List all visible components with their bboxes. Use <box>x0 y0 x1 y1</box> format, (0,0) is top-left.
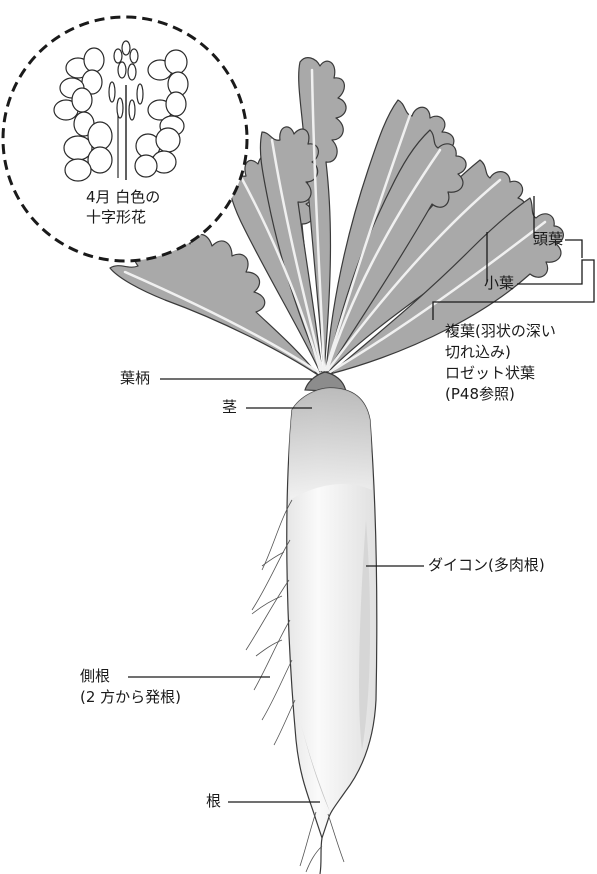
label-terminal-leaf: 頭葉 <box>533 230 563 249</box>
label-daikon: ダイコン(多肉根) <box>428 556 545 575</box>
flower-caption-line1: 4月 白色の <box>86 188 160 207</box>
label-petiole: 葉柄 <box>120 369 150 388</box>
label-stem: 茎 <box>222 398 237 417</box>
label-compound-leaf-line2: 切れ込み) <box>445 343 511 362</box>
flower-caption-line2: 十字形花 <box>86 208 146 227</box>
label-rosette-line2: (P48参照) <box>445 385 515 404</box>
label-lateral-root-line2: (2 方から発根) <box>80 688 181 707</box>
label-lateral-root-line1: 側根 <box>80 667 110 686</box>
taproot-tail <box>320 838 322 874</box>
label-root: 根 <box>206 792 221 811</box>
label-compound-leaf-line1: 複葉(羽状の深い <box>445 322 556 341</box>
label-rosette-line1: ロゼット状葉 <box>445 364 535 383</box>
daikon-crown-shade <box>289 388 372 500</box>
label-leaflet: 小葉 <box>484 274 514 293</box>
